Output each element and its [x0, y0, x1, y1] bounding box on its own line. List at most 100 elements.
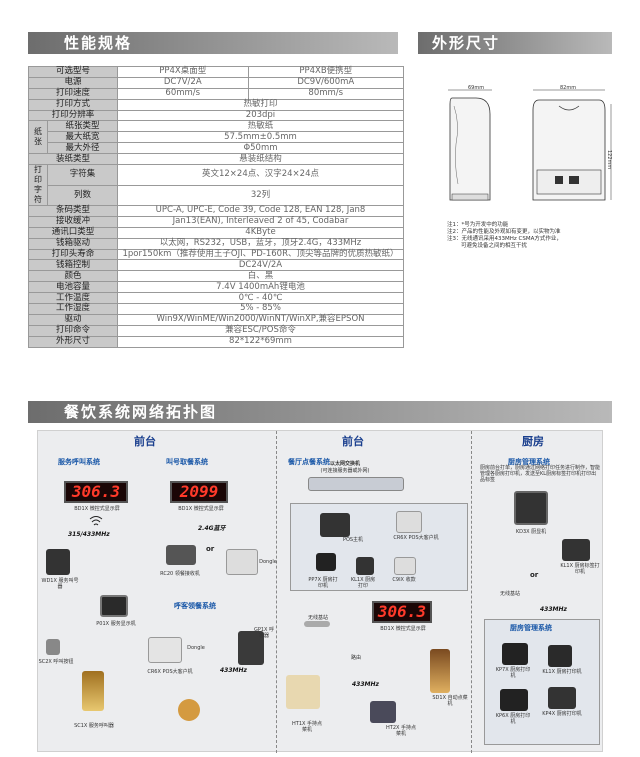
spec-label: 纸张类型 — [47, 120, 118, 133]
kp4x-label: KP4X 厨房打印机 — [542, 711, 582, 717]
pos-device — [320, 513, 350, 537]
spec-value: 热敏纸 — [117, 120, 404, 133]
spec-value: PP4X桌面型 — [117, 66, 249, 78]
table-row: 纸张纸张类型热敏纸 — [28, 120, 404, 155]
spec-group-label: 纸张 — [28, 120, 48, 155]
freq-label: 433MHz — [540, 606, 568, 613]
spec-value: UPC-A, UPC-E, Code 39, Code 128, EAN 128… — [117, 205, 404, 217]
spec-label: 电源 — [28, 76, 118, 89]
kp7x-device — [502, 643, 528, 665]
switch-label: 以太网交换机 — [329, 461, 360, 467]
table-row: 颜色白、黑 — [28, 270, 404, 283]
spec-value: 80mm/s — [247, 87, 405, 100]
kl1x-device — [548, 645, 572, 667]
kd3x-device — [514, 491, 548, 525]
bd1x-label: BD1X 微控式显示屏 — [178, 506, 224, 512]
kitchen-desc: 厨房前台打单，厨房通过网络打印任务进行制作，智能管理各厨房打印机，发送至KL厨房… — [480, 465, 601, 483]
or-label: or — [530, 571, 539, 579]
spec-value: DC24V/2A — [117, 259, 404, 272]
kitchen-system-title: 厨房管理系统 — [508, 458, 550, 466]
led-display-3: 306.3 — [372, 601, 432, 623]
sd1x-device — [430, 649, 450, 693]
spec-value: 悬装纸结构 — [117, 153, 404, 166]
spec-value: 203dpi — [117, 109, 404, 122]
wd1x-label: WD1X 服务叫号器 — [41, 578, 79, 590]
cr6x-device — [148, 637, 182, 663]
spec-label: 装纸类型 — [28, 153, 118, 166]
table-row: 装纸类型悬装纸结构 — [28, 153, 404, 166]
dongle-label: Dongle — [187, 645, 205, 651]
spec-label: 电池容量 — [28, 281, 118, 294]
spec-value: 白、黑 — [117, 270, 404, 283]
p01x-label: P01X 服务显示机 — [96, 621, 136, 627]
sc1x-device — [82, 671, 104, 711]
freq-label: 433MHz — [220, 667, 248, 674]
c9x-device — [394, 557, 416, 575]
order-system-title: 餐厅点餐系统 — [288, 458, 330, 466]
front-header-1: 前台 — [134, 435, 156, 448]
order-group-box — [290, 503, 468, 591]
pp7x-device — [316, 553, 336, 571]
sc2x-device — [46, 639, 60, 655]
spec-value: 82*122*69mm — [117, 335, 404, 348]
spec-label: 外形尺寸 — [28, 335, 118, 348]
spec-value: Jan13(EAN), Interleaved 2 of 45, Codabar — [117, 215, 404, 228]
spec-value: Win9X/WinME/Win2000/WinNT/WinXP,兼容EPSON — [117, 313, 404, 326]
spec-label: 钱箱控制 — [28, 259, 118, 272]
spec-label: 打印头寿命 — [28, 248, 118, 261]
cr6x-label: CR6X POS大客户机 — [393, 535, 439, 541]
kitchen-manage-title: 厨房管理系统 — [510, 624, 552, 632]
table-row: 打印方式热敏打印 — [28, 98, 404, 111]
spec-label: 打印命令 — [28, 324, 118, 337]
kp6x-device — [500, 689, 528, 711]
queue-system-title: 叫号取餐系统 — [166, 458, 208, 466]
spec-label: 可选型号 — [28, 66, 118, 78]
spec-value: 热敏打印 — [117, 98, 404, 111]
table-row: 钱箱驱动以太网，RS232，USB，蓝牙，顶牙2.4G，433MHz — [28, 237, 404, 250]
gp1x-label: GP1X 呼客器 — [253, 627, 275, 639]
base-label: 无线基站 — [499, 591, 520, 597]
spec-label: 钱箱驱动 — [28, 237, 118, 250]
spec-label: 接收缓冲 — [28, 215, 118, 228]
call-system-title: 服务呼叫系统 — [58, 458, 100, 466]
spec-label: 通讯口类型 — [28, 226, 118, 239]
kitchen-header: 厨房 — [522, 435, 544, 448]
dongle-label: Dongle — [259, 559, 277, 565]
spec-value: 以太网，RS232，USB，蓝牙，顶牙2.4G，433MHz — [117, 237, 404, 250]
kl1x-device — [356, 557, 374, 575]
kl1x-label: KL1X 厨房打印 — [350, 577, 376, 589]
printer-device — [226, 549, 258, 575]
network-diagram: 前台 前台 厨房 服务呼叫系统 306.3 BD1X 微控式显示屏 315/43… — [37, 430, 603, 753]
or-label: or — [206, 545, 215, 553]
side-view-drawing — [448, 89, 492, 201]
note-line: 注1：*号为开发中的功能 — [447, 222, 509, 228]
router-label: 路由 — [350, 655, 361, 661]
height-label: 122mm — [606, 150, 612, 170]
spec-value: PP4XB便携型 — [247, 66, 405, 78]
switch-sub-label: (可连接服务器或外网) — [320, 468, 370, 474]
sc2x-label: SC2X 呼叫按钮 — [38, 659, 74, 665]
spec-value: 0℃ - 40℃ — [117, 292, 404, 305]
sd1x-label: SD1X 自动点菜机 — [432, 695, 468, 707]
spec-value: 兼容ESC/POS命令 — [117, 324, 404, 337]
spec-label: 打印方式 — [28, 98, 118, 111]
section-title-dimensions: 外形尺寸 — [418, 32, 612, 54]
kp4x-device — [548, 687, 576, 709]
section-title-network: 餐饮系统网络拓扑图 — [28, 401, 612, 423]
table-row: 打印字符字符集英文12×24点、汉字24×24点 — [28, 164, 404, 207]
kp6x-label: KP6X 厨房打印机 — [495, 713, 531, 725]
pos-label: POS主机 — [342, 537, 364, 543]
spec-value: 1por150km（推荐使用王子OJI、PD-160R、顶尖等品牌的优质热敏纸） — [117, 248, 404, 261]
led-display-2: 2099 — [170, 481, 228, 503]
spec-group-label: 打印字符 — [28, 164, 48, 207]
width-b-label: 82mm — [560, 85, 577, 91]
